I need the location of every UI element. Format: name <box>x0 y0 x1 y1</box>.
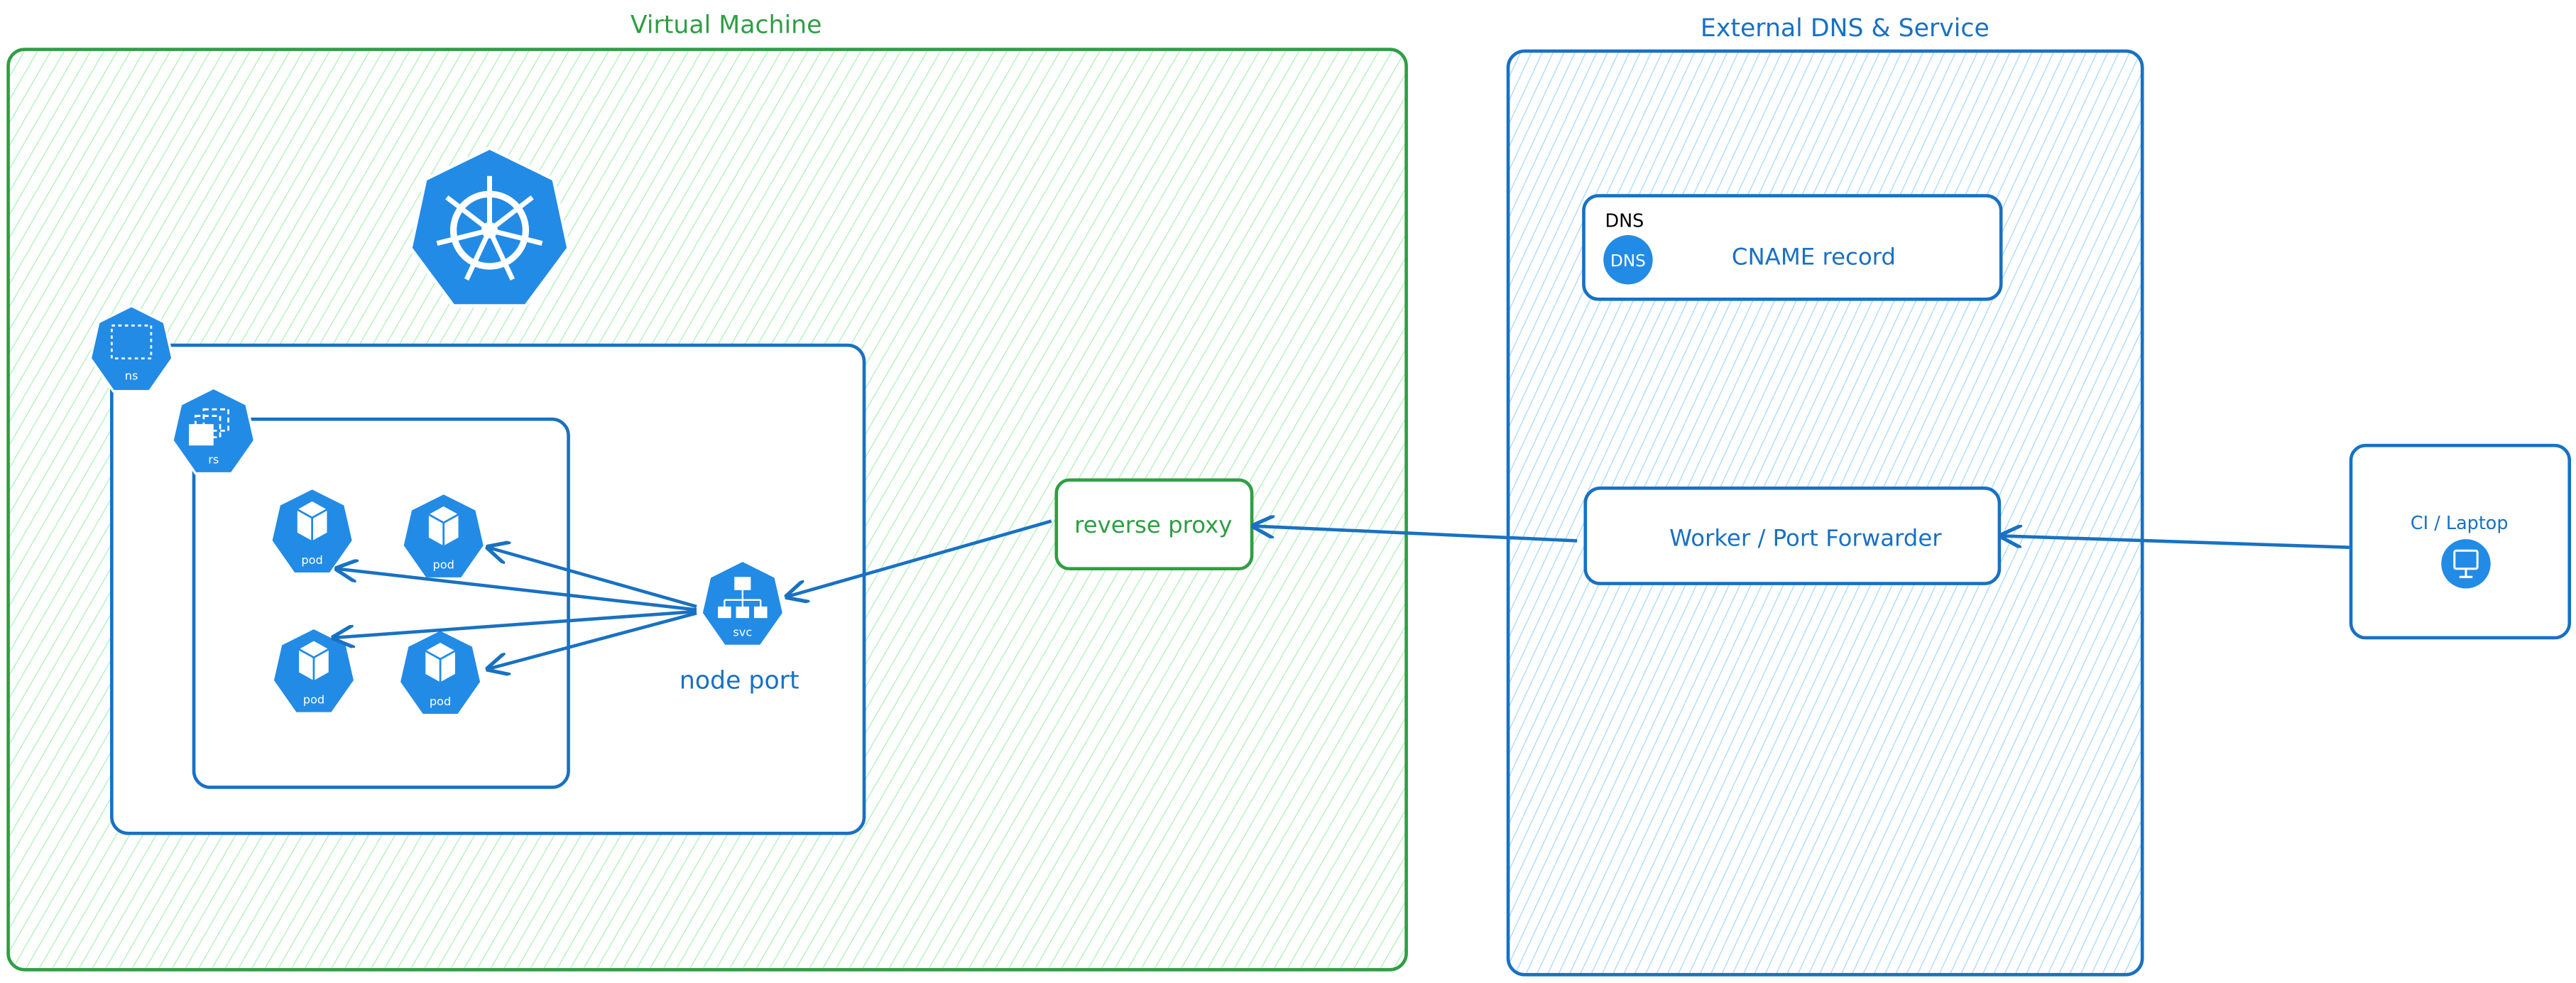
reverse-proxy-label: reverse proxy <box>1074 511 1232 538</box>
pod-icon: pod <box>401 492 486 580</box>
arrow <box>337 569 697 612</box>
replicaset-box <box>192 417 570 789</box>
kubernetes-logo-icon <box>408 146 571 308</box>
client-label: CI / Laptop <box>2411 513 2509 534</box>
client-to-worker-arrow <box>2001 536 2349 549</box>
replicaset-label: rs <box>208 453 219 467</box>
node-port-label: node port <box>680 667 799 695</box>
client-group: CI / Laptop <box>2349 443 2572 640</box>
pod-label: pod <box>301 553 322 567</box>
namespace-label: ns <box>125 369 138 383</box>
service-icon: svc <box>700 559 785 648</box>
arrow <box>334 609 697 638</box>
arrow <box>488 548 697 609</box>
dns-box <box>1582 194 2003 301</box>
pod-label: pod <box>303 693 324 706</box>
worker-to-proxy-arrow <box>1253 526 1578 543</box>
external-dns-service-group: External DNS & Service DNS DNS CNAME rec… <box>1506 14 2144 977</box>
pod-label: pod <box>430 695 451 708</box>
service-to-pod-arrows <box>334 548 697 669</box>
external-title: External DNS & Service <box>1701 14 1990 43</box>
pod-icon: pod <box>270 487 355 575</box>
dns-icon: DNS <box>1603 235 1653 285</box>
dns-title: DNS <box>1605 210 1644 232</box>
replicaset-icon: rs <box>171 386 256 475</box>
pod-icon: pod <box>271 626 356 715</box>
worker-label: Worker / Port Forwarder <box>1669 524 1942 551</box>
pod-label: pod <box>432 558 454 572</box>
dns-icon-text: DNS <box>1610 252 1646 271</box>
service-label: svc <box>733 626 752 639</box>
connection-arrows <box>787 521 2349 597</box>
proxy-to-service-arrow <box>787 519 1052 597</box>
virtual-machine-group: Virtual Machine ns rs <box>6 11 1408 972</box>
virtual-machine-title: Virtual Machine <box>631 11 822 39</box>
pod-icon: pod <box>398 628 483 717</box>
monitor-icon <box>2441 539 2491 589</box>
cname-record-label: CNAME record <box>1732 244 1896 271</box>
namespace-icon: ns <box>89 304 174 393</box>
arrow <box>488 611 697 669</box>
